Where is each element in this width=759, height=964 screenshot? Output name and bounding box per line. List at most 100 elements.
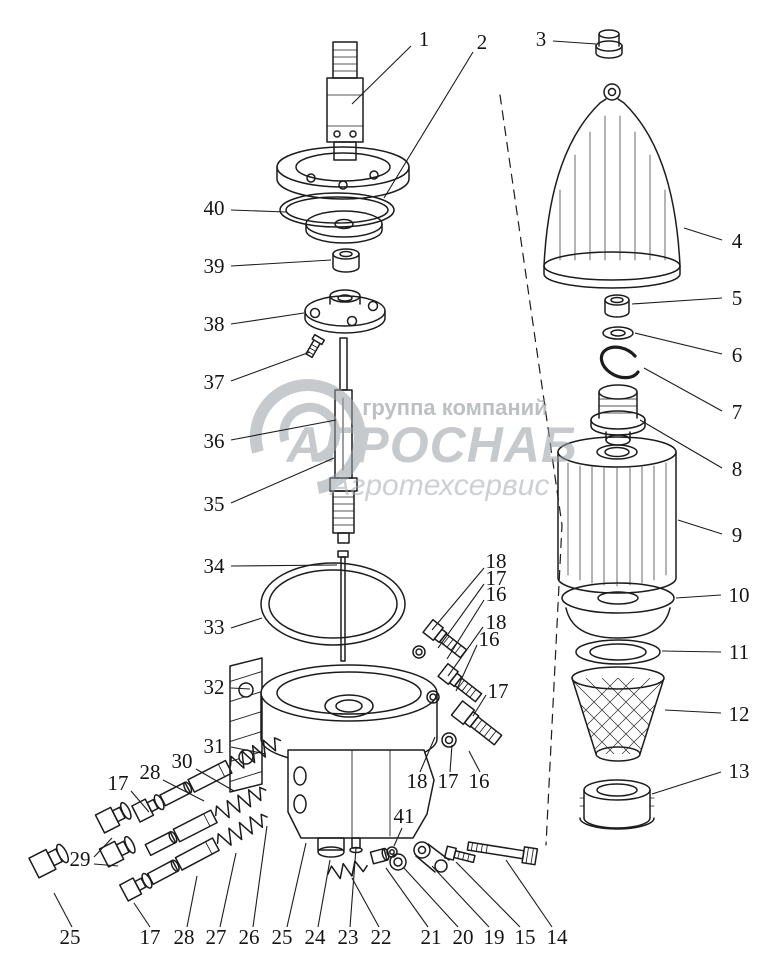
leader-line-36 [230, 419, 337, 441]
part-washer-6 [602, 326, 634, 340]
part-washer-18a-hole [415, 648, 423, 656]
leader-line-38 [230, 312, 305, 325]
leader-line-13 [651, 771, 722, 795]
leader-line-34 [230, 564, 338, 567]
part-callout-32: 32 [204, 675, 225, 699]
leader-line-24 [317, 859, 331, 928]
part-callout-16a: 16 [486, 582, 507, 606]
part-strainer-12 [571, 666, 665, 762]
leader-line-2 [383, 51, 474, 199]
leader-line-25b [286, 842, 307, 928]
part-cover-dome-4 [543, 83, 681, 289]
part-callout-35: 35 [204, 492, 225, 516]
part-filter-body-32 [229, 657, 438, 793]
part-oring-33 [260, 562, 406, 646]
part-callout-18b: 18 [486, 610, 507, 634]
leader-line-18c [419, 736, 436, 773]
part-washer-18b-hole [429, 693, 437, 701]
part-callout-15: 15 [515, 925, 536, 949]
part-washer-20 [389, 853, 407, 871]
part-callout-25b: 25 [272, 925, 293, 949]
watermark-logo-inner-icon [279, 402, 341, 463]
part-callout-33: 33 [204, 615, 225, 639]
part-callout-27: 27 [206, 925, 227, 949]
part-snap-ring-7 [599, 345, 640, 380]
part-callout-22: 22 [371, 925, 392, 949]
part-callout-24: 24 [305, 925, 327, 949]
part-callout-17b: 17 [140, 925, 161, 949]
part-filter-element-9 [557, 436, 677, 594]
part-callout-29: 29 [70, 847, 91, 871]
part-spring-cup-2 [305, 210, 383, 244]
leader-line-35 [230, 457, 335, 504]
assembly-plunger-row-2 [144, 786, 267, 857]
part-sleeve-21 [369, 847, 390, 865]
part-elbow-41 [386, 846, 398, 858]
part-callout-4: 4 [732, 229, 743, 253]
part-spring-22 [327, 860, 368, 880]
watermark-line2: АГРОСНАБ [285, 417, 578, 473]
part-fitting-16b [437, 662, 483, 703]
part-plug-29b [98, 835, 136, 868]
leader-line-27 [219, 852, 237, 928]
leader-line-19 [431, 865, 490, 928]
part-callout-3: 3 [536, 27, 547, 51]
leader-line-10 [675, 594, 722, 599]
leader-line-18b [447, 626, 484, 677]
part-callout-26: 26 [239, 925, 260, 949]
part-callout-14: 14 [547, 925, 569, 949]
part-callout-5: 5 [732, 286, 743, 310]
leader-line-6 [634, 332, 723, 355]
part-callout-2: 2 [477, 30, 488, 54]
part-rod-34 [337, 550, 349, 662]
part-callout-20: 20 [453, 925, 474, 949]
leader-line-37 [230, 351, 311, 382]
leader-line-28b [186, 875, 198, 928]
leader-line-16a [446, 599, 485, 660]
watermark: группа компаний АГРОСНАБ Агротехсервис [249, 379, 578, 502]
part-fitting-16a [422, 618, 468, 659]
leader-line-17b [133, 902, 151, 928]
part-nut-5 [604, 294, 630, 318]
part-felt-washer-10 [561, 582, 675, 639]
part-nut-39 [332, 248, 360, 273]
part-callout-1: 1 [419, 27, 430, 51]
leader-line-11 [661, 650, 722, 653]
part-callout-31: 31 [204, 734, 225, 758]
part-bushing-8 [590, 384, 646, 446]
leader-line-7 [643, 367, 723, 412]
leader-line-16c [468, 750, 481, 773]
leader-line-26 [252, 825, 268, 928]
assembly-plunger-row-3 [119, 813, 268, 902]
leader-line-41 [393, 827, 403, 847]
leader-line-33 [230, 617, 263, 629]
part-callout-17a: 17 [108, 771, 129, 795]
leader-line-14 [505, 859, 553, 928]
part-callout-11: 11 [729, 640, 749, 664]
part-callout-16c: 16 [469, 769, 490, 793]
part-cover-plate [276, 146, 410, 200]
leader-line-25a [53, 892, 73, 928]
part-callout-37: 37 [204, 370, 225, 394]
part-bracket-19 [413, 841, 450, 873]
part-plug-25 [28, 843, 70, 879]
part-callout-10: 10 [729, 583, 750, 607]
part-stud-15 [443, 845, 476, 864]
leader-line-30 [195, 768, 235, 792]
part-valve-housing-lower [287, 749, 435, 858]
leader-line-22 [351, 877, 380, 928]
part-callout-17c: 17 [486, 566, 507, 590]
leader-line-17d [472, 694, 487, 717]
part-callout-19: 19 [484, 925, 505, 949]
part-callout-17d: 17 [488, 679, 509, 703]
part-callout-7: 7 [732, 400, 743, 424]
leader-line-4 [683, 227, 723, 241]
watermark-logo-icon [249, 379, 366, 494]
part-collar-13 [579, 779, 655, 830]
part-washer-18a [412, 645, 426, 659]
leader-line-18a [431, 567, 485, 631]
leader-line-17c [437, 583, 485, 649]
part-callout-21: 21 [421, 925, 442, 949]
leader-line-1 [351, 45, 412, 105]
